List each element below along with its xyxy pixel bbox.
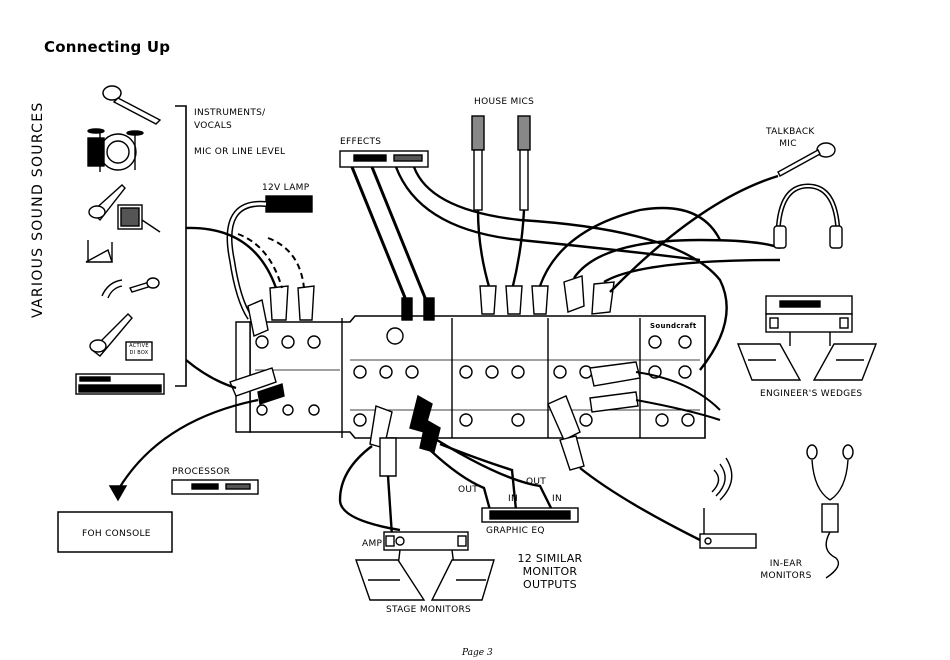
jack-plug-1: [402, 298, 412, 320]
active-di-line1: ACTIVE: [126, 343, 152, 350]
lamp-label: 12V LAMP: [262, 182, 309, 194]
drum-kit-icon: [88, 129, 143, 172]
in-ear-label: IN-EAR MONITORS: [760, 558, 812, 582]
guitar-amp-icon: [89, 185, 160, 232]
active-di-line2: DI BOX: [126, 350, 152, 357]
headphones-icon: [774, 186, 842, 248]
graphic-eq-label: GRAPHIC EQ: [486, 525, 545, 537]
processor-label: PROCESSOR: [172, 466, 230, 478]
stage-monitor-left: [356, 560, 424, 600]
wireless-receiver-icon: [86, 240, 159, 298]
amp-label: AMP: [362, 538, 382, 550]
house-mic-plugs: [480, 276, 614, 314]
instruments-label: INSTRUMENTS/: [194, 107, 265, 119]
house-mic-right: [512, 116, 530, 290]
sound-sources-heading: VARIOUS SOUND SOURCES: [30, 101, 46, 318]
active-di-label: ACTIVE DI BOX: [126, 343, 152, 357]
processor-unit: [172, 480, 258, 494]
effects-label: EFFECTS: [340, 136, 381, 148]
engineers-amp: [766, 296, 852, 332]
eq-out-right-label: OUT: [526, 476, 546, 488]
talkback-label-line2: MIC: [766, 138, 810, 150]
sources-bracket: [175, 106, 186, 386]
effects-unit: [340, 151, 428, 167]
eq-in-left-label: IN: [508, 493, 518, 505]
monitor-outputs-line1: 12 SIMILAR: [504, 552, 596, 565]
eq-out-left-label: OUT: [458, 484, 478, 496]
foh-console-label: FOH CONSOLE: [82, 528, 151, 540]
vocal-mic-icon: [103, 86, 160, 124]
in-ear-monitors-icon: [807, 445, 853, 578]
engineers-wedge-right: [814, 344, 876, 380]
stage-monitors-label: STAGE MONITORS: [386, 604, 471, 616]
talkback-label: TALKBACK MIC: [766, 126, 810, 150]
monitor-outputs-label: 12 SIMILAR MONITOR OUTPUTS: [504, 552, 596, 591]
in-ear-label-line2: MONITORS: [760, 570, 812, 582]
talkback-label-line1: TALKBACK: [766, 126, 810, 138]
stage-amp-unit: [384, 532, 468, 550]
house-mics-label: HOUSE MICS: [474, 96, 534, 108]
keyboard-icon: [76, 374, 164, 394]
house-mic-left: [472, 116, 490, 290]
eq-in-right-label: IN: [552, 493, 562, 505]
monitor-outputs-line3: OUTPUTS: [504, 578, 596, 591]
in-ear-label-line1: IN-EAR: [760, 558, 812, 570]
graphic-eq-unit: [482, 508, 578, 522]
mic-line-label: MIC OR LINE LEVEL: [194, 146, 285, 158]
page-number: Page 3: [462, 648, 493, 658]
monitor-outputs-line2: MONITOR: [504, 565, 596, 578]
engineers-wedge-left: [738, 344, 800, 380]
engineers-wedges-label: ENGINEER'S WEDGES: [760, 388, 862, 400]
stage-monitor-right: [432, 560, 494, 600]
brand-label: Soundcraft: [650, 320, 697, 332]
iem-transmitter: [700, 458, 756, 548]
jack-plug-2: [424, 298, 434, 320]
vocals-label: VOCALS: [194, 120, 232, 132]
